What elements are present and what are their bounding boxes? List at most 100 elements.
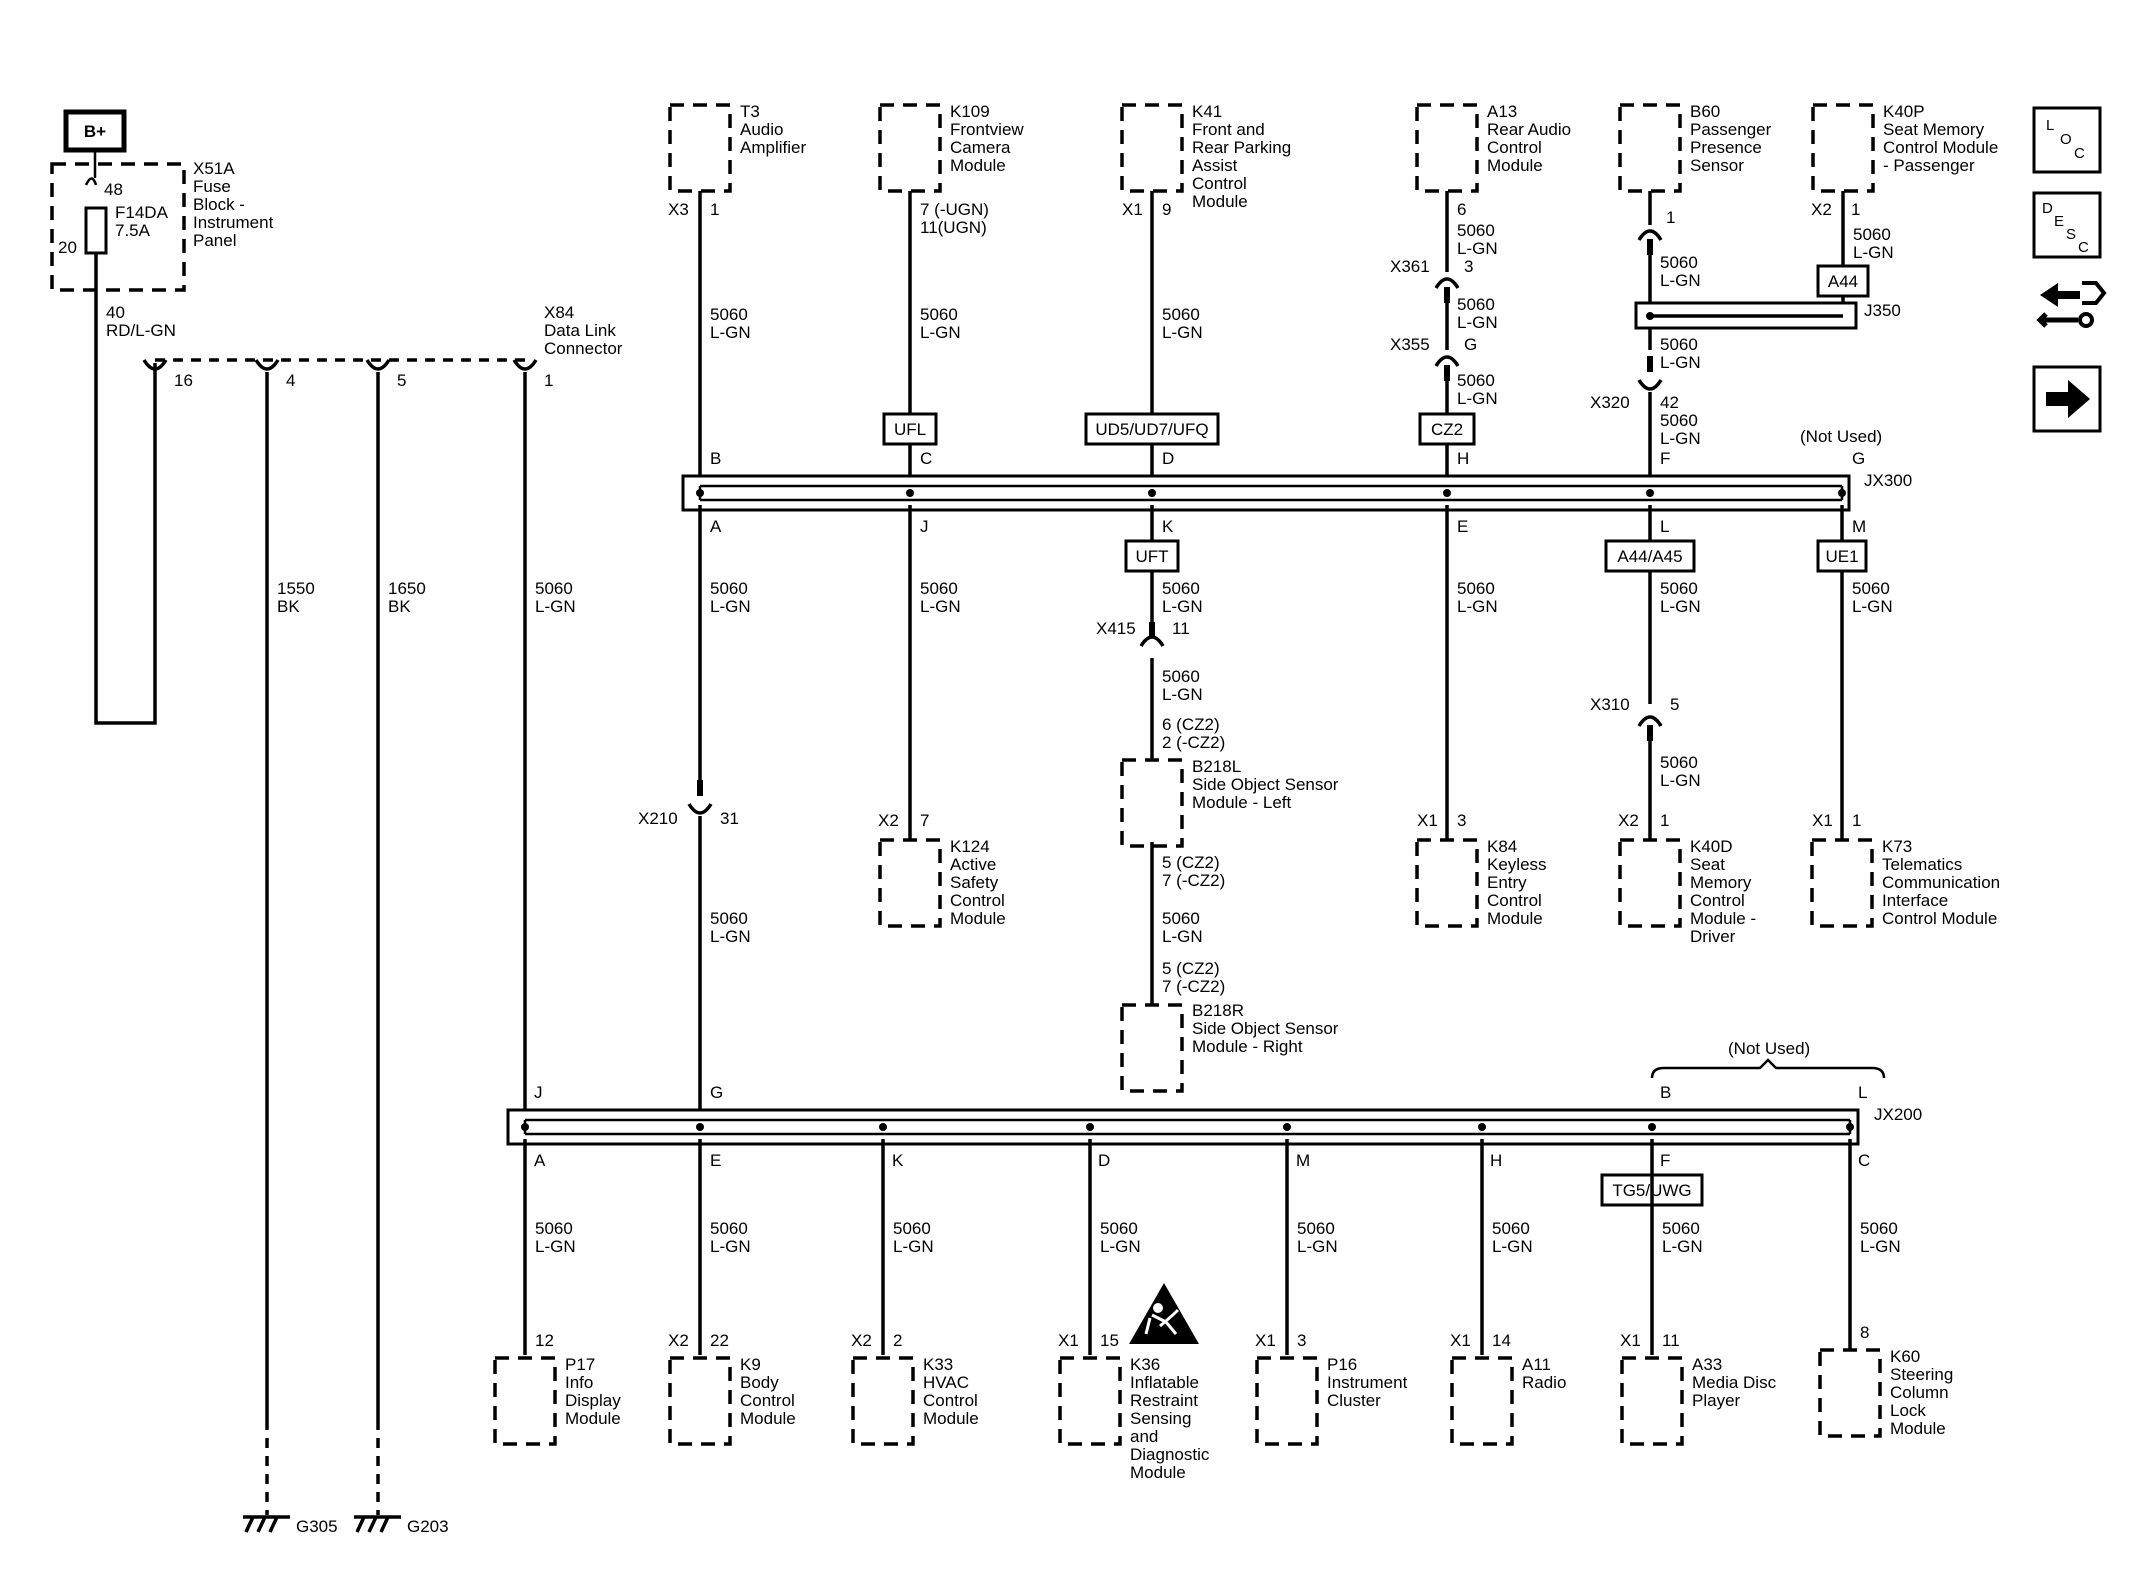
svg-text:D: D	[2042, 200, 2053, 217]
wire-circuit: 5060	[1660, 335, 1698, 354]
module-k41-ref: K41	[1192, 102, 1222, 121]
wire-circuit: 5060	[535, 1219, 573, 1238]
jx300-pin: B	[710, 449, 721, 468]
fuse-block-name-2: Block -	[193, 195, 245, 214]
module-b60-ref: B60	[1690, 102, 1720, 121]
wire-color: L-GN	[710, 323, 751, 342]
connector-swap-button[interactable]	[2036, 281, 2107, 328]
desc-icon: D E S C	[2042, 200, 2089, 256]
wire-circuit: 5060	[1853, 225, 1891, 244]
wire-color: L-GN	[1162, 323, 1203, 342]
module-k73	[1810, 838, 1874, 928]
wire-circuit: 5060	[893, 1219, 931, 1238]
option-ue1-text: UE1	[1825, 547, 1858, 566]
module-k9-connector: X2	[668, 1331, 689, 1350]
fuse-block-name-1: Fuse	[193, 177, 231, 196]
jx300-pin: M	[1852, 517, 1866, 536]
module-k60	[1818, 1348, 1882, 1438]
ground-circuits: 1550 BK 1650 BK G305 G203	[243, 372, 449, 1536]
ground-1-circuit: 1550	[277, 579, 315, 598]
module-k33-name: Module	[923, 1409, 979, 1428]
module-a33-connector: X1	[1620, 1331, 1641, 1350]
module-p17-name: Display	[565, 1391, 621, 1410]
module-k40d-name: Memory	[1690, 873, 1752, 892]
wire-color: L-GN	[1162, 685, 1203, 704]
lower-modules: 12 P17 Info Display Module X2 22 K9 Body…	[493, 1283, 1953, 1482]
wire-circuit: 5060	[1662, 1219, 1700, 1238]
fuse-wire-color: RD/L-GN	[106, 321, 176, 340]
jx300-pin: L	[1660, 517, 1669, 536]
module-k84-name: Module	[1487, 909, 1543, 928]
wire-circuit: 5060	[1660, 411, 1698, 430]
module-k40d-name: Control	[1690, 891, 1745, 910]
wire-color: L-GN	[1297, 1237, 1338, 1256]
module-a33-pin: 11	[1662, 1331, 1680, 1350]
module-a11-connector: X1	[1450, 1331, 1471, 1350]
module-k40d-name: Driver	[1690, 927, 1736, 946]
module-b218l-pin: 2 (-CZ2)	[1162, 733, 1225, 752]
module-a11-ref: A11	[1522, 1355, 1551, 1374]
wire-color: L-GN	[1100, 1237, 1141, 1256]
wire-circuit: 5060	[920, 305, 958, 324]
jx200-pin: D	[1098, 1151, 1110, 1170]
module-k60-name: Steering	[1890, 1365, 1953, 1384]
module-p16-connector: X1	[1255, 1331, 1276, 1350]
jx200-pin: C	[1858, 1151, 1870, 1170]
module-p16	[1255, 1356, 1319, 1446]
module-t3	[668, 103, 732, 193]
module-a11-pin: 14	[1492, 1331, 1511, 1350]
module-k84-name: Control	[1487, 891, 1542, 910]
inline-ref: X355	[1390, 335, 1430, 354]
module-k84	[1415, 838, 1479, 928]
ground-2-color: BK	[388, 597, 411, 616]
wire-circuit: 5060	[1457, 371, 1495, 390]
wire-color: L-GN	[1457, 597, 1498, 616]
splice-j350: J350	[1634, 301, 1901, 330]
desc-button[interactable]: D E S C	[2032, 191, 2102, 259]
loc-button[interactable]: L O C	[2032, 106, 2102, 174]
inline-pin: 31	[720, 809, 739, 828]
module-k36-pin: 15	[1100, 1331, 1119, 1350]
module-k40p-connector: X2	[1811, 200, 1832, 219]
wire-color: L-GN	[1860, 1237, 1901, 1256]
junction-jx300: JX300 (Not Used) B C D H F G A J K E L M	[681, 427, 1912, 536]
module-b60	[1618, 103, 1682, 193]
next-button[interactable]	[2032, 365, 2102, 433]
module-k73-ref: K73	[1882, 837, 1912, 856]
module-p17-name: Module	[565, 1409, 621, 1428]
lower-wires: 5060 L-GN 5060 L-GN 5060 L-GN 5060 L-GN …	[523, 1139, 1901, 1355]
module-k33-connector: X2	[851, 1331, 872, 1350]
dlc-pin-5: 5	[397, 371, 406, 390]
module-t3-name: Amplifier	[740, 138, 806, 157]
wire-circuit: 5060	[1660, 753, 1698, 772]
module-b218l-name: Module - Left	[1192, 793, 1291, 812]
wire-color: L-GN	[1492, 1237, 1533, 1256]
module-k33-name: HVAC	[923, 1373, 969, 1392]
wire-circuit: 5060	[1100, 1219, 1138, 1238]
inline-pin: G	[1464, 335, 1477, 354]
module-k109-pin: 7 (-UGN)	[920, 200, 989, 219]
module-k9-name: Module	[740, 1409, 796, 1428]
ground-g203-label: G203	[407, 1517, 449, 1536]
wire-circuit: 5060	[1162, 305, 1200, 324]
module-k33-pin: 2	[893, 1331, 902, 1350]
module-k40p-pin: 1	[1851, 200, 1860, 219]
module-k9-pin: 22	[710, 1331, 729, 1350]
module-k124-pin: 7	[920, 811, 929, 830]
wire-color: L-GN	[1457, 389, 1498, 408]
module-k40d-name: Seat	[1690, 855, 1725, 874]
jx300-ref: JX300	[1864, 471, 1912, 490]
wire-circuit: 5060	[1852, 579, 1890, 598]
module-k73-name: Telematics	[1882, 855, 1962, 874]
jx200-pin: E	[710, 1151, 721, 1170]
option-label-ud5: UD5/UD7/UFQ	[1084, 412, 1220, 446]
jx200-pin: M	[1296, 1151, 1310, 1170]
wire-circuit: 5060	[1162, 909, 1200, 928]
module-b218l-pin: 6 (CZ2)	[1162, 715, 1220, 734]
wire-circuit: 5060	[920, 579, 958, 598]
module-p16-ref: P16	[1327, 1355, 1357, 1374]
battery-label: B+	[84, 122, 106, 141]
module-k41-name: Assist	[1192, 156, 1238, 175]
option-ufl-text: UFL	[894, 420, 926, 439]
